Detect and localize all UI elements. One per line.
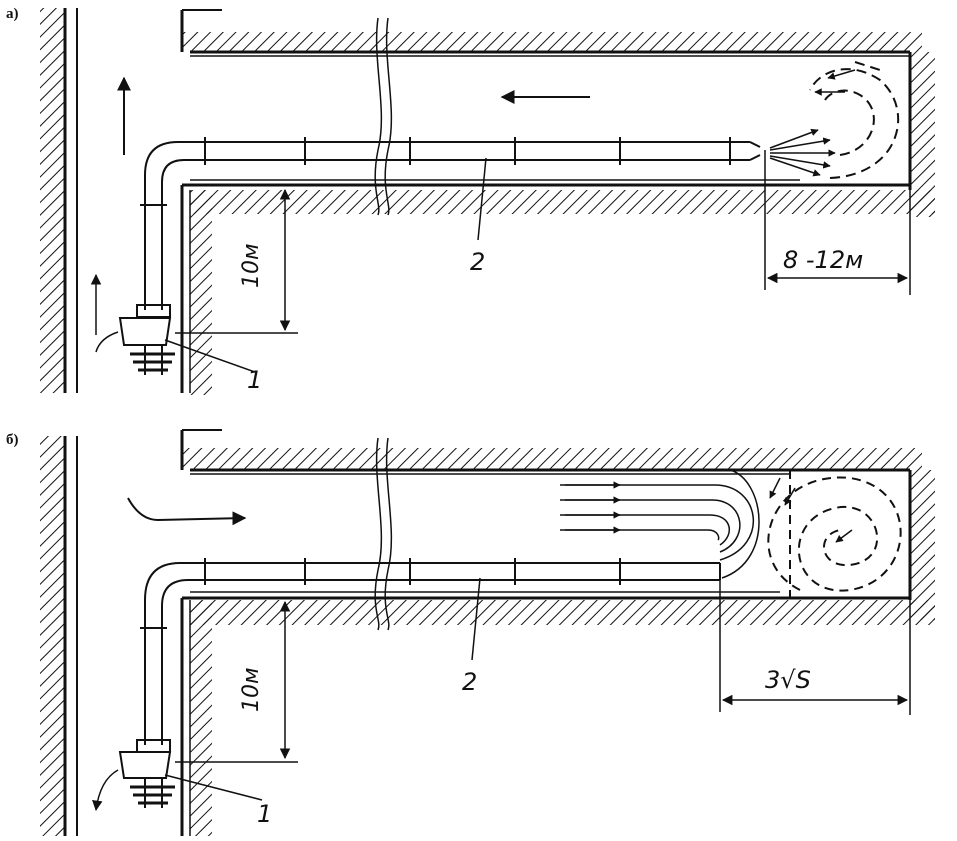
panel-b-rock-walls bbox=[40, 429, 935, 836]
panel-a: 10м 8 -12м 1 2 bbox=[40, 8, 935, 395]
panel-b-intake-arrow bbox=[127, 497, 247, 526]
panel-b-fan-leader bbox=[164, 774, 263, 801]
panel-a-outlet-label: 8 -12м bbox=[783, 246, 863, 274]
panel-b-duct-callout: 2 bbox=[462, 668, 477, 696]
panel-b-depth-label: 10м bbox=[239, 667, 264, 712]
panel-b-duct-leader bbox=[471, 577, 481, 661]
panel-a-depth-label: 10м bbox=[239, 243, 264, 288]
panel-b-vortex bbox=[767, 470, 902, 600]
panel-b-label: б) bbox=[6, 432, 19, 448]
panel-b: 10м 3√S 1 2 bbox=[40, 429, 935, 836]
panel-a-airflow bbox=[90, 61, 900, 353]
panel-a-duct-leader bbox=[477, 157, 487, 241]
panel-a-jet-arrows bbox=[769, 128, 836, 177]
panel-a-label: а) bbox=[6, 6, 19, 22]
panel-a-dimensions bbox=[175, 150, 911, 334]
panel-a-eddy bbox=[809, 61, 900, 179]
panel-b-fan bbox=[118, 739, 175, 808]
panel-a-fan-leader bbox=[164, 339, 256, 373]
panel-b-duct bbox=[140, 558, 721, 745]
panel-a-duct-callout: 2 bbox=[470, 248, 485, 276]
panel-a-fan bbox=[118, 304, 175, 375]
panel-a-fan-callout: 1 bbox=[247, 366, 262, 394]
panel-b-outlet-label: 3√S bbox=[765, 666, 811, 694]
panel-a-duct bbox=[140, 137, 761, 310]
panel-b-fan-callout: 1 bbox=[257, 800, 272, 828]
panel-a-rock-walls bbox=[40, 8, 935, 395]
panel-b-airflow bbox=[92, 469, 902, 812]
panel-b-suction-streamlines bbox=[560, 469, 796, 579]
panel-b-dimensions bbox=[175, 580, 911, 763]
